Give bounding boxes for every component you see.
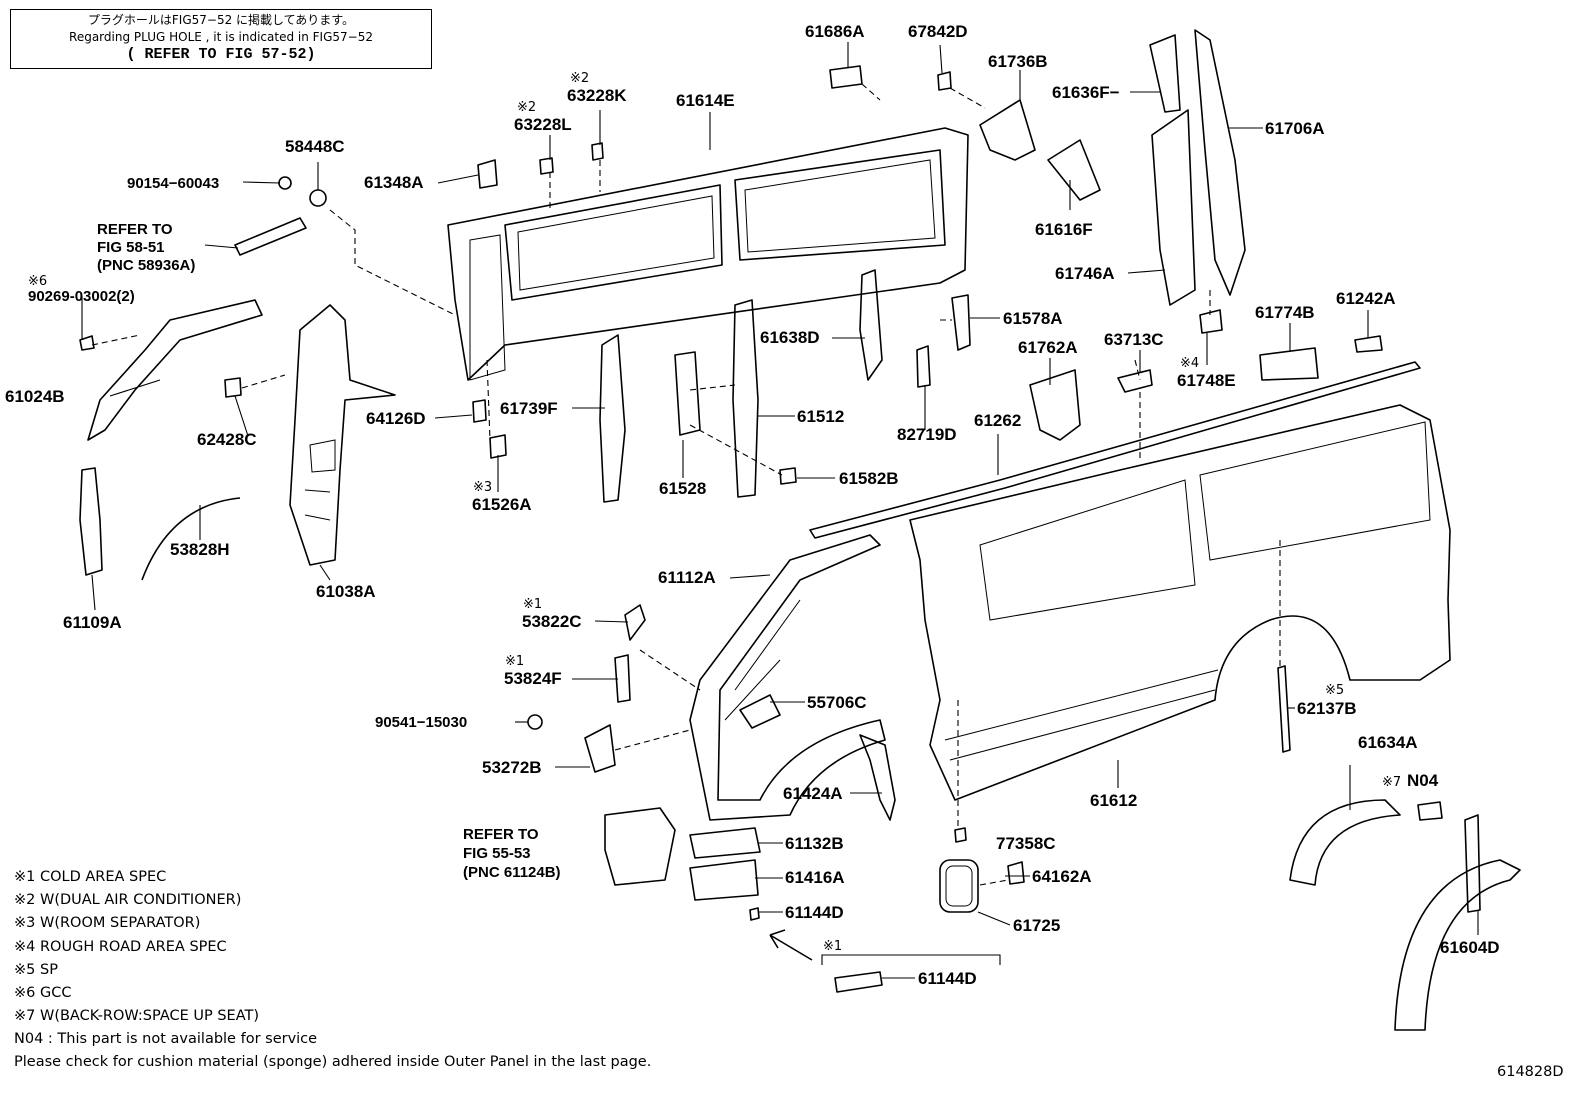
note-japanese: プラグホールはFIG57−52 に掲載してあります。 [87,13,355,27]
cushion-note: Please check for cushion material (spong… [14,1054,652,1070]
mark-61748E: ※4 [1180,356,1199,371]
label-61725: 61725 [1013,916,1060,935]
refer-5851-line3: (PNC 58936A) [97,257,195,274]
refer-5553-line3: (PNC 61124B) [463,864,561,881]
label-61612: 61612 [1090,791,1137,810]
label-61512: 61512 [797,407,844,426]
label-61638D: 61638D [760,328,820,347]
n04-note: N04 : This part is not available for ser… [14,1031,318,1047]
label-61636F: 61636F− [1052,83,1120,102]
label-64126D: 64126D [366,409,426,428]
screw-90269: 90269-03002(2) [28,288,135,305]
label-61024B: 61024B [5,387,65,406]
label-90154-60043: 90154−60043 [127,175,219,192]
label-61109A: 61109A [63,613,122,632]
legend-item: ※5 SP [14,961,58,978]
label-N04: N04 [1407,771,1439,790]
label-61262: 61262 [974,411,1021,430]
mark-53824F: ※1 [505,654,524,669]
mark-62137B: ※5 [1325,683,1344,698]
label-77358C: 77358C [996,834,1056,853]
mark-63228K: ※2 [570,71,589,86]
label-61416A: 61416A [785,868,845,887]
label-64162A: 64162A [1032,867,1092,886]
label-61348A: 61348A [364,173,424,192]
label-61614E: 61614E [676,91,735,110]
mark-61144D-cold: ※1 [823,939,842,954]
figure-id: 614828D [1497,1064,1564,1080]
label-61616F: 61616F [1035,220,1093,239]
label-61578A: 61578A [1003,309,1063,328]
label-61582B: 61582B [839,469,899,488]
label-61686A: 61686A [805,22,865,41]
note-english: Regarding PLUG HOLE , it is indicated in… [69,30,373,44]
refer-5851-line2: FIG 58-51 [97,239,165,256]
mark-61526A: ※3 [473,480,492,495]
mark-63228L: ※2 [517,100,536,115]
spec-legend: ※1 COLD AREA SPEC ※2 W(DUAL AIR CONDITIO… [14,866,259,1028]
assembly-lines [91,83,1281,886]
leader-lines [81,42,1479,979]
plug-hole-note: プラグホールはFIG57−52 に掲載してあります。 Regarding PLU… [10,9,432,69]
mark-N04: ※7 [1382,775,1401,790]
label-67842D: 67842D [908,22,968,41]
label-61528: 61528 [659,479,706,498]
label-61634A: 61634A [1358,733,1418,752]
label-61762A: 61762A [1018,338,1078,357]
label-61242A: 61242A [1336,289,1396,308]
label-53828H: 53828H [170,540,230,559]
label-63228K: 63228K [567,86,627,105]
legend-item: ※3 W(ROOM SEPARATOR) [14,915,201,932]
legend-item: ※7 W(BACK-ROW:SPACE UP SEAT) [14,1008,260,1025]
label-61112A: 61112A [658,568,716,587]
label-53272B: 53272B [482,758,542,777]
label-61144D-cold: 61144D [918,969,977,988]
mark-90269: ※6 [28,274,47,289]
label-61706A: 61706A [1265,119,1325,138]
label-63713C: 63713C [1104,330,1164,349]
label-90541-15030: 90541−15030 [375,714,467,731]
note-refer: ( REFER TO FIG 57-52) [126,46,316,63]
label-61748E: 61748E [1177,371,1236,390]
spec-marks: ※2 ※2 ※3 ※4 ※5 ※6 ※7 ※1 ※1 ※1 [28,71,1401,954]
label-55706C: 55706C [807,693,867,712]
label-61144D: 61144D [785,903,844,922]
label-62428C: 62428C [197,430,257,449]
label-62137B: 62137B [1297,699,1357,718]
label-61604D: 61604D [1440,938,1500,957]
label-61736B: 61736B [988,52,1048,71]
label-53824F: 53824F [504,669,562,688]
refer-notes: REFER TO FIG 58-51 (PNC 58936A) 90269-03… [28,221,561,881]
label-58448C: 58448C [285,137,345,156]
legend-item: ※6 GCC [14,985,72,1002]
refer-5851-line1: REFER TO [97,221,173,238]
label-61746A: 61746A [1055,264,1115,283]
label-61774B: 61774B [1255,303,1315,322]
label-61526A: 61526A [472,495,532,514]
legend-item: ※4 ROUGH ROAD AREA SPEC [14,938,227,955]
label-61038A: 61038A [316,582,376,601]
label-63228L: 63228L [514,115,572,134]
label-53822C: 53822C [522,612,582,631]
label-61132B: 61132B [785,834,844,853]
refer-5553-line1: REFER TO [463,826,539,843]
mark-53822C: ※1 [523,597,542,612]
label-61739F: 61739F [500,399,558,418]
label-82719D: 82719D [897,425,957,444]
refer-5553-line2: FIG 55-53 [463,845,531,862]
part-labels: 61686A 67842D 61736B 61636F− 61706A 6322… [5,22,1500,988]
legend-item: ※1 COLD AREA SPEC [14,869,167,885]
legend-item: ※2 W(DUAL AIR CONDITIONER) [14,892,242,909]
label-61424A: 61424A [783,784,843,803]
part-drawings [79,29,1521,1031]
